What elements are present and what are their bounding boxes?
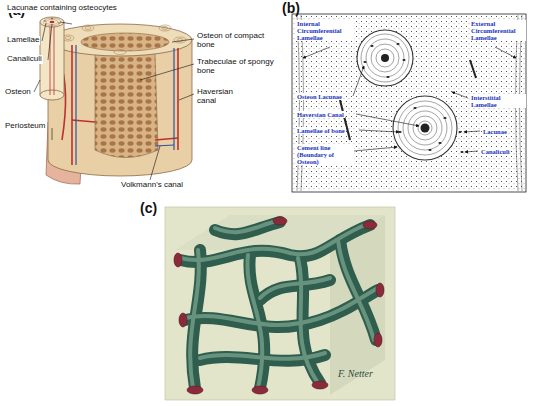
- part-label: Periosteum: [4, 122, 46, 131]
- structure-label: Canaliculi: [480, 148, 511, 155]
- part-label: Haversian canal: [196, 88, 248, 106]
- part-label: Lacunae containing osteocytes: [6, 4, 118, 13]
- osteon-schematic: [292, 14, 526, 192]
- structure-label: Haversian Canal: [296, 111, 345, 118]
- bone-section-drawing: [40, 17, 192, 184]
- structure-label: Internal Circumferential Lamellae: [296, 20, 354, 41]
- panel-label: (b): [282, 0, 300, 16]
- part-label: Canaliculi: [6, 55, 43, 64]
- panel-label: (c): [140, 200, 157, 216]
- artist-signature: F. Netter: [338, 368, 373, 379]
- part-label: Osteon: [4, 88, 32, 97]
- structure-label: Cement line (Boundary of Osteon): [296, 144, 354, 165]
- structure-label: Lacunae: [482, 128, 508, 135]
- structure-label: Lamellae of bone: [296, 127, 346, 134]
- leader-lines: [34, 22, 194, 180]
- structure-label: Interstitial Lamellae: [470, 94, 526, 108]
- trabecular-bone-drawing: [165, 207, 395, 400]
- part-label: Volkmann's canal: [120, 181, 184, 190]
- part-label: Lamellae: [6, 36, 40, 45]
- structure-label: External Circumferential Lamellae: [470, 20, 526, 41]
- part-label: Osteon of compact bone: [196, 32, 284, 50]
- part-label: Trabeculae of spongy bone: [196, 58, 286, 76]
- structure-label: Osteon Lacunae: [296, 93, 343, 100]
